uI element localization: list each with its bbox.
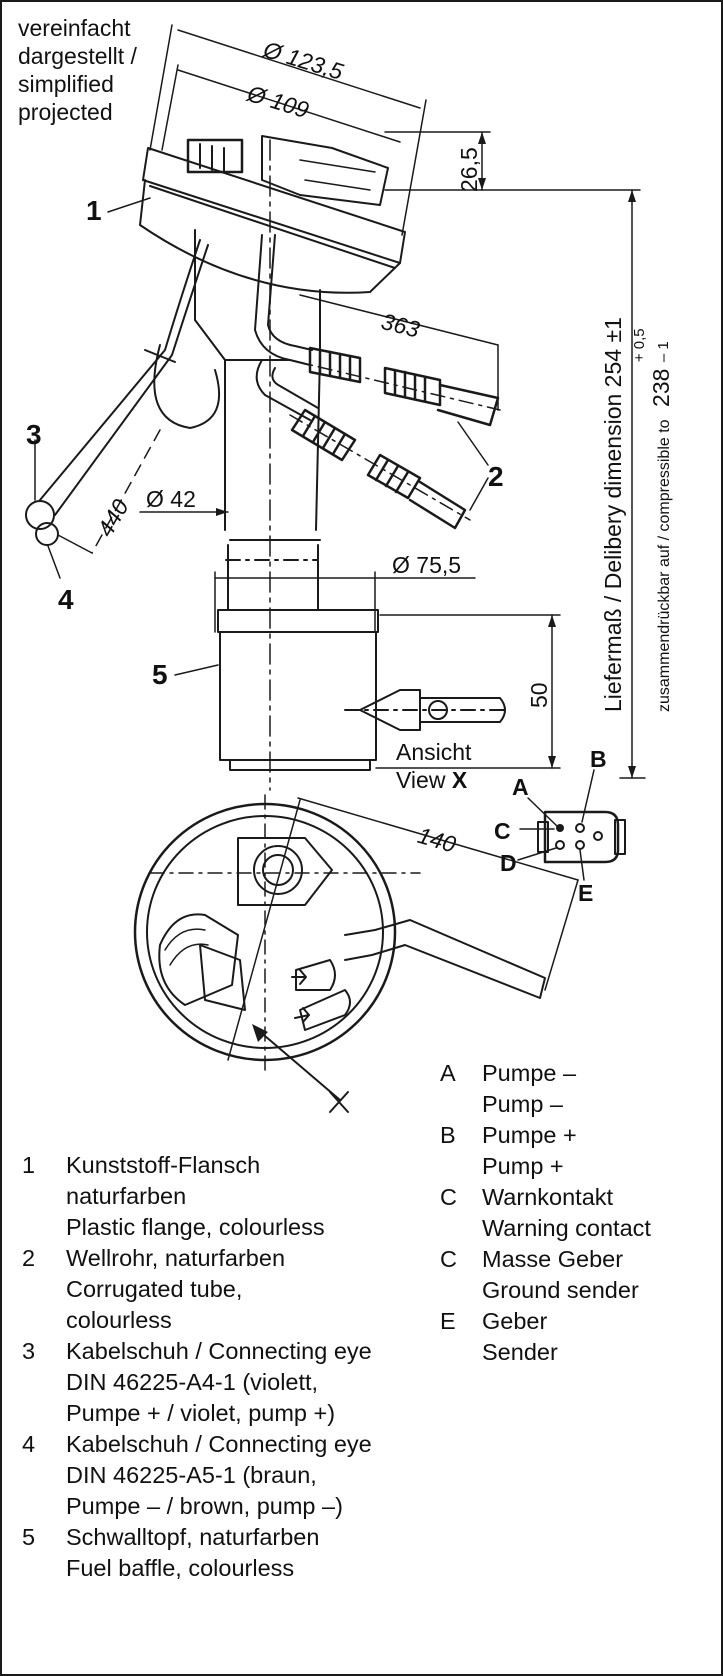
part-legend-key: 5: [22, 1524, 36, 1550]
part-legend-key: 3: [22, 1338, 36, 1364]
pin-legend-item: A Pumpe – Pump –: [440, 1058, 710, 1120]
dimension-arrows: [216, 132, 636, 778]
pin-label-b: B: [590, 746, 607, 772]
part-legend-key: 2: [22, 1245, 36, 1271]
pin-legend-text: Pumpe + Pump +: [482, 1122, 577, 1179]
compress-value: 238: [648, 368, 674, 407]
note-line-3: simplified: [18, 71, 114, 97]
pin-legend-key: C: [440, 1246, 457, 1272]
pin-label-d: D: [500, 850, 517, 876]
compress-text: zusammendrückbar auf / compressible to: [656, 419, 673, 712]
dim-diameter-75-5: Ø 75,5: [392, 552, 462, 578]
view-title-de: Ansicht: [396, 739, 472, 765]
pin-legend-text: Pumpe – Pump –: [482, 1060, 577, 1117]
note-line-2: dargestellt /: [18, 43, 137, 69]
pin-label-c: C: [494, 818, 511, 844]
note-line-4: projected: [18, 99, 113, 125]
pin-legend-item: E Geber Sender: [440, 1306, 710, 1368]
pin-label-e: E: [578, 880, 594, 906]
part-legend-key: 4: [22, 1431, 36, 1457]
flange-shape: [139, 135, 406, 294]
pin-legend-key: A: [440, 1060, 456, 1086]
part-legend-text: Wellrohr, naturfarben Corrugated tube, c…: [66, 1245, 286, 1333]
part-legend-text: Schwalltopf, naturfarben Fuel baffle, co…: [66, 1524, 320, 1581]
pin-legend-text: Warnkontakt Warning contact: [482, 1184, 651, 1241]
compress-tolerance: + 0,5 – 1: [631, 328, 672, 364]
wiring: [25, 239, 221, 554]
pin-label-a: A: [512, 774, 529, 800]
view-title-en: View X: [396, 766, 467, 794]
callout-4: 4: [58, 584, 74, 615]
dimension-lines: [139, 24, 646, 991]
dim-height-50: 50: [526, 682, 552, 708]
main-dimension-label: Liefermaß / Delibery dimension 254 ±1: [600, 317, 626, 712]
view-title-prefix: View: [396, 767, 446, 793]
dim-diameter-42: Ø 42: [146, 486, 196, 512]
view-title-letter: X: [451, 767, 468, 793]
callout-1: 1: [86, 195, 102, 226]
pin-legend-key: B: [440, 1122, 456, 1148]
pin-legend-item: C Masse Geber Ground sender: [440, 1244, 710, 1306]
baffle-shape: [217, 609, 506, 771]
pin-legend-item: B Pumpe + Pump +: [440, 1120, 710, 1182]
part-legend-text: Kabelschuh / Connecting eye DIN 46225-A4…: [66, 1338, 372, 1426]
corrugated-tubes: [254, 234, 501, 530]
pin-legend-text: Geber Sender: [482, 1308, 558, 1365]
compress-label: zusammendrückbar auf / compressible to 2…: [631, 328, 675, 712]
note-line-1: vereinfacht: [18, 15, 131, 41]
part-legend-text: Kunststoff-Flansch naturfarben Plastic f…: [66, 1152, 325, 1240]
part-legend-key: 1: [22, 1152, 36, 1178]
connector-view: [517, 769, 626, 881]
callout-3: 3: [26, 419, 42, 450]
pin-legend-item: C Warnkontakt Warning contact: [440, 1182, 710, 1244]
callout-5: 5: [152, 659, 168, 690]
pin-legend-text: Masse Geber Ground sender: [482, 1246, 639, 1303]
pin-legend-key: C: [440, 1184, 457, 1210]
tolerance-plus: + 0,5: [631, 328, 648, 363]
leader-lines: [47, 197, 489, 676]
top-view: [133, 794, 546, 1113]
callout-2: 2: [488, 461, 504, 492]
part-legend-text: Kabelschuh / Connecting eye DIN 46225-A5…: [66, 1431, 372, 1519]
dim-height-26-5: 26,5: [456, 147, 482, 192]
pin-legend-key: E: [440, 1308, 456, 1334]
tolerance-minus: – 1: [655, 341, 672, 363]
